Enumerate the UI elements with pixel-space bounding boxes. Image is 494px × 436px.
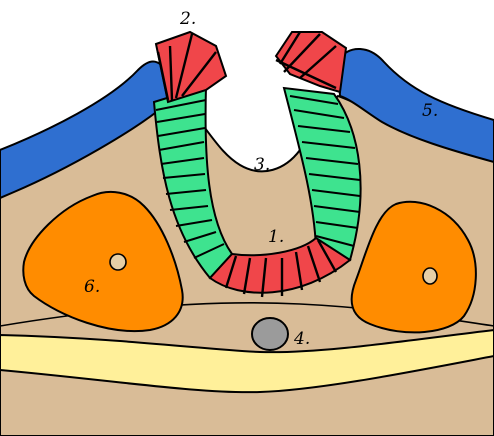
- label-5: 5.: [422, 101, 438, 121]
- label-3: 3.: [254, 155, 270, 175]
- small-dot-right: [423, 268, 437, 284]
- small-dot-left: [110, 254, 126, 270]
- grey-circle: [252, 318, 288, 350]
- label-2: 2.: [179, 9, 196, 29]
- label-6: 6.: [84, 277, 100, 297]
- label-1: 1.: [268, 227, 284, 247]
- label-4: 4.: [293, 329, 310, 349]
- red-cap-right: [276, 32, 346, 92]
